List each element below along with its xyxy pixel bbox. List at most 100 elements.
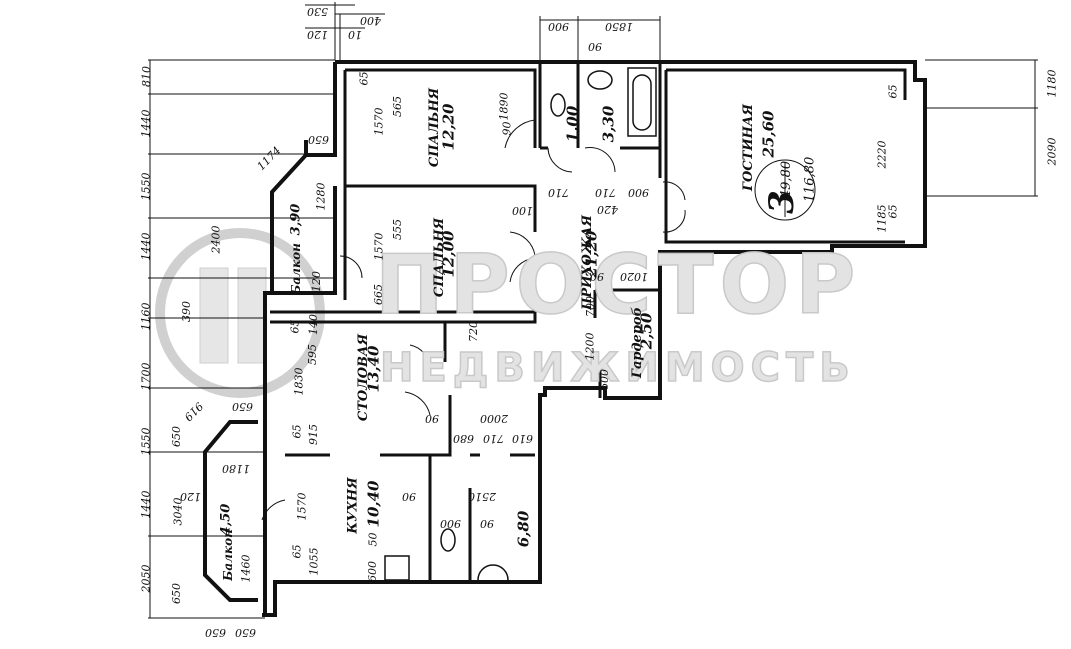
dim-din-595: 595	[306, 344, 319, 365]
room-bathroom-area: 3,30	[599, 105, 618, 143]
top-dimension-lines	[305, 2, 661, 65]
dim-b2-1460: 1460	[239, 554, 253, 583]
right-dimension-chain	[925, 59, 1038, 197]
room-wardrobe-area: 2,50	[637, 312, 656, 350]
room-bedroom1-area: 12,20	[439, 103, 458, 151]
dim-left-7: 1440	[139, 490, 153, 519]
dim-br1-650: 650	[308, 133, 329, 146]
dim-ka-610: 610	[512, 432, 533, 445]
dim-ka-2510: 2510	[468, 490, 496, 503]
dim-b2-650c: 650	[205, 626, 226, 639]
dim-b2-650a: 650	[170, 426, 183, 447]
dim-ka-900: 900	[440, 517, 461, 530]
dim-br2-555: 555	[391, 219, 404, 240]
dim-br2-140: 140	[307, 314, 320, 335]
dim-din-1830: 1830	[292, 367, 306, 396]
dim-br1-1890: 1890	[497, 92, 511, 121]
dim-ka-90b: 90	[402, 490, 416, 503]
dim-left-2: 1550	[139, 172, 153, 201]
dim-top-1850: 1850	[605, 20, 633, 33]
balcony-2-outline	[203, 420, 258, 602]
dim-k-1570: 1570	[295, 492, 309, 521]
left-dimension-chain	[148, 59, 335, 619]
dim-wd-90: 90	[590, 270, 604, 283]
dim-k-50: 50	[366, 532, 380, 547]
living-area-total: 49,80	[779, 160, 795, 199]
balcony-1-outline	[270, 140, 308, 293]
dim-wd-1200: 1200	[583, 332, 597, 361]
dim-left-4: 1160	[139, 302, 153, 331]
dim-right-0: 1180	[1045, 69, 1059, 98]
room-kitchen-name: КУХНЯ	[345, 477, 361, 534]
dim-din-650: 650	[232, 400, 253, 413]
balcony2-area: 4,50	[218, 503, 234, 536]
dim-din-720: 720	[467, 321, 480, 342]
outer-walls	[262, 60, 927, 617]
dim-ka-710: 710	[483, 432, 504, 445]
dim-right-1: 2090	[1045, 137, 1059, 166]
dim-wd-700: 700	[584, 296, 597, 317]
area-badge	[754, 159, 816, 221]
dim-living-65a: 65	[886, 84, 900, 99]
dim-left-0: 810	[140, 66, 153, 87]
dim-left-3: 1440	[139, 232, 153, 261]
dim-top-120: 120	[307, 28, 328, 41]
inner-walls	[270, 62, 907, 582]
sink-icon	[587, 70, 613, 90]
watermark-line1: ПРОСТОР	[374, 237, 862, 334]
dim-k-65b: 65	[290, 544, 304, 559]
balcony1-area: 3,90	[288, 203, 304, 236]
dim-br1-1280: 1280	[314, 182, 328, 211]
dim-ka-90c: 90	[480, 517, 494, 530]
room-kitchen-area: 10,40	[364, 480, 383, 528]
dim-door-420: 420	[597, 203, 618, 216]
dim-left-1: 1440	[139, 109, 153, 138]
room-living-name: ГОСТИНАЯ	[740, 104, 756, 191]
dim-wd-1020: 1020	[620, 270, 648, 283]
door-swings	[261, 119, 686, 521]
dim-b2-1180: 1180	[222, 462, 250, 475]
dim-left-5: 1700	[139, 362, 153, 391]
dim-k-1055: 1055	[307, 547, 321, 576]
dim-b2-120: 120	[180, 490, 201, 503]
dim-door-900: 900	[628, 186, 649, 199]
total-area: 116,80	[802, 156, 818, 203]
dim-k-915: 915	[307, 424, 320, 445]
dim-wd-600: 600	[598, 369, 611, 390]
dim-b2-650b: 650	[170, 583, 183, 604]
dim-living-2220: 2220	[875, 140, 889, 169]
dim-top-530: 530	[307, 5, 328, 18]
dim-din-65: 65	[288, 319, 302, 334]
dim-door-710a: 710	[548, 186, 569, 199]
balcony1-name: Балкон	[288, 243, 303, 295]
stove-icon	[384, 555, 410, 581]
toilet-icon	[550, 93, 566, 117]
dim-br2-390: 390	[180, 301, 193, 322]
dim-br1-90: 90	[500, 121, 514, 136]
dim-left-6: 1550	[139, 427, 153, 456]
dim-top-400: 400	[360, 14, 381, 27]
dim-ka-2000: 2000	[480, 412, 508, 425]
dim-top-10: 10	[348, 28, 362, 41]
dim-left-8: 2050	[139, 564, 153, 593]
dim-b2-650d: 650	[235, 626, 256, 639]
dim-top-90: 90	[588, 40, 602, 53]
dim-door-710b: 710	[595, 186, 616, 199]
toilet-2-icon	[440, 528, 456, 552]
dim-br1-1570: 1570	[372, 107, 386, 136]
room-toilet-area: 1,00	[563, 105, 582, 143]
dim-living-1185: 1185	[875, 204, 889, 233]
dim-top-900: 900	[548, 20, 569, 33]
dim-ka-90a: 90	[425, 412, 439, 425]
watermark-line2: НЕДВИЖИМОСТЬ	[379, 344, 856, 392]
dim-br1-565: 565	[391, 96, 404, 117]
room-bedroom2-area: 12,00	[439, 230, 458, 278]
bathtub-icon	[627, 67, 657, 137]
dim-br2-1570: 1570	[372, 232, 386, 261]
room-dining-area: 13,40	[364, 345, 383, 393]
balcony2-name: Балкон	[220, 529, 235, 581]
room-bath2-area: 6,80	[514, 510, 533, 548]
dim-door-100: 100	[512, 204, 533, 217]
dim-br2-120: 120	[310, 271, 323, 292]
